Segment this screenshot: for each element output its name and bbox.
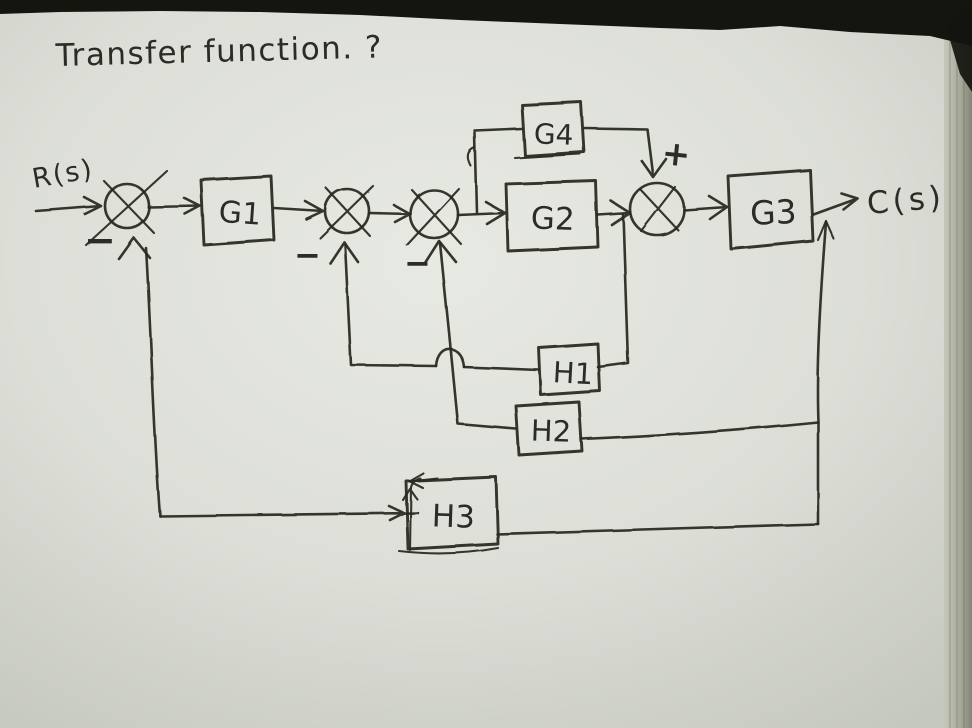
h3-input-line (495, 522, 820, 536)
h1-return-line (328, 240, 541, 372)
line-sum1-g1 (147, 196, 202, 216)
h3-return-line (144, 246, 420, 522)
line-sum4-g3 (682, 194, 729, 221)
h2-box (514, 400, 584, 457)
block-g1-label: G1 (218, 195, 263, 233)
h1-takeoff-line (596, 212, 630, 369)
h2-return-line (423, 239, 518, 431)
block-g2-label: G2 (530, 200, 575, 238)
line-g1-sum2 (272, 199, 325, 221)
top-shadow (0, 0, 972, 92)
sum2-minus-sign: − (294, 236, 321, 274)
h2-input-line (579, 420, 820, 441)
block-h3-label: H3 (431, 498, 475, 535)
block-g2-box (504, 179, 600, 253)
line-g2-sum4 (596, 199, 632, 227)
sum3-minus-sign: − (404, 244, 431, 282)
page-title: Transfer function. ? (54, 29, 383, 74)
block-g3-label: G3 (749, 192, 797, 233)
output-label: C(s) (866, 179, 947, 222)
block-h1-label: H1 (552, 355, 594, 391)
page-edge (944, 0, 972, 728)
summing-junction-2 (318, 184, 375, 240)
block-h2-label: H2 (530, 413, 571, 448)
g4-branch-line (467, 126, 668, 215)
output-signal-line (811, 191, 859, 216)
block-g4-box (513, 100, 586, 160)
sum4-plus-sign: + (660, 133, 693, 176)
input-signal-line (34, 195, 103, 216)
line-sum3-g2 (456, 200, 507, 226)
h3-box (397, 471, 500, 555)
block-g1-box (199, 174, 276, 247)
summing-junction-1 (84, 169, 169, 261)
block-g4-label: G4 (533, 117, 574, 151)
sum1-minus-sign: − (84, 218, 116, 262)
block-g3-box (726, 168, 815, 251)
output-takeoff-line (816, 219, 836, 526)
h1-box (537, 342, 602, 397)
line-sum2-sum3 (367, 203, 412, 224)
